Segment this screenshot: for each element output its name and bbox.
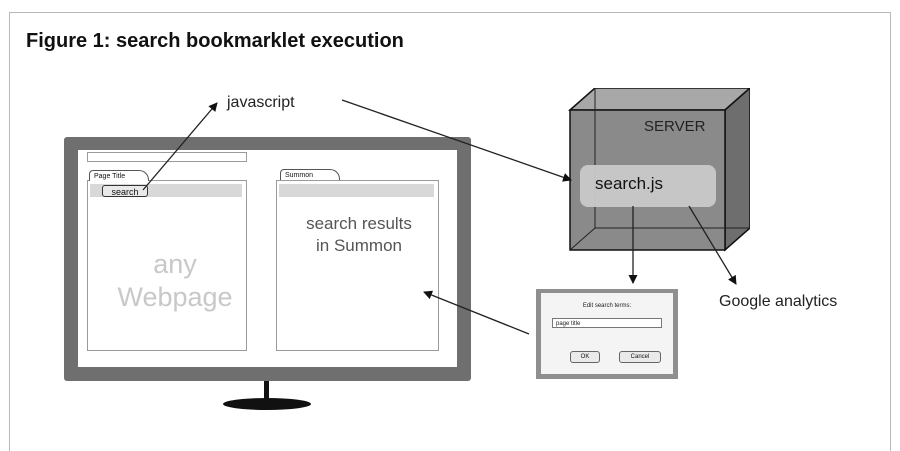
server-label: SERVER xyxy=(644,118,706,135)
search-js-box xyxy=(580,165,716,207)
cancel-button[interactable]: Cancel xyxy=(619,351,661,363)
arrow-search-to-javascript xyxy=(142,102,218,191)
figure-frame xyxy=(9,12,891,451)
javascript-label: javascript xyxy=(227,94,295,111)
search-results-line1: search results xyxy=(306,214,412,233)
arrow-javascript-to-server xyxy=(341,99,572,182)
summon-toolbar xyxy=(279,184,434,197)
figure-title: Figure 1: search bookmarklet execution xyxy=(26,30,404,52)
monitor-base xyxy=(223,398,311,410)
search-results-text: search results in Summon xyxy=(279,213,439,257)
webpage-panel xyxy=(87,180,247,351)
google-analytics-label: Google analytics xyxy=(719,293,838,310)
arrow-server-to-analytics xyxy=(688,205,737,285)
any-webpage-line1: any xyxy=(153,249,197,279)
arrow-dialog-to-results xyxy=(423,290,530,335)
search-button[interactable]: search xyxy=(102,185,148,197)
monitor-stand xyxy=(264,381,269,403)
search-results-line2: in Summon xyxy=(316,236,402,255)
dialog-prompt: Edit search terms: xyxy=(582,303,632,309)
ok-button[interactable]: OK xyxy=(570,351,600,363)
any-webpage-line2: Webpage xyxy=(117,282,233,312)
search-terms-input[interactable]: page title xyxy=(552,318,662,328)
any-webpage-text: any Webpage xyxy=(100,248,250,314)
search-js-label: search.js xyxy=(595,174,664,193)
summon-panel xyxy=(276,180,439,351)
